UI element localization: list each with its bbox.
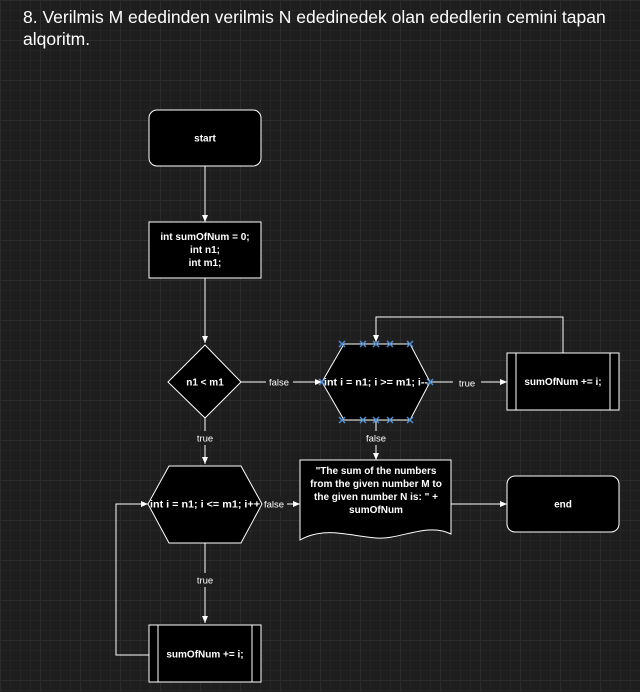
node-init-line-3: int m1;	[189, 258, 222, 269]
node-output-line-2: from the given number M to	[310, 479, 442, 490]
node-sum-up[interactable]: sumOfNum += i;	[148, 624, 262, 683]
edge-label-cond-false: false	[269, 378, 289, 389]
node-output-line-3: the given number N is: " +	[314, 492, 438, 503]
node-output-line-4: sumOfNum	[349, 505, 403, 516]
node-init[interactable]: int sumOfNum = 0; int n1; int m1;	[148, 221, 262, 279]
node-loop-down[interactable]: int i = n1; i >= m1; i--	[321, 343, 431, 421]
node-condition-label: n1 < m1	[186, 378, 224, 389]
node-sum-down-label: sumOfNum += i;	[524, 377, 601, 388]
node-end-label: end	[554, 500, 572, 511]
node-end[interactable]: end	[506, 475, 620, 533]
diagram-title: 8. Verilmis M ededinden verilmis N ededi…	[23, 7, 606, 49]
edge-label-loopup-false: false	[264, 500, 284, 511]
node-output-line-1: "The sum of the numbers	[316, 466, 437, 477]
node-loop-down-label: int i = n1; i >= m1; i--	[324, 378, 428, 389]
edge-label-loopup-true: true	[197, 576, 213, 587]
selection-handles	[318, 340, 434, 424]
edge-label-cond-true: true	[197, 434, 213, 445]
node-condition[interactable]: n1 < m1	[167, 344, 242, 419]
node-sum-down[interactable]: sumOfNum += i;	[506, 352, 620, 411]
node-loop-up[interactable]: int i = n1; i <= m1; i++	[147, 465, 263, 544]
edge-label-loopdown-false: false	[366, 434, 386, 445]
node-start[interactable]: start	[148, 109, 262, 167]
node-init-line-2: int n1;	[190, 245, 220, 256]
edge-sumdown-back	[373, 316, 564, 353]
edge-sumup-back	[115, 501, 149, 656]
node-loop-up-label: int i = n1; i <= m1; i++	[150, 500, 260, 511]
node-output[interactable]: "The sum of the numbers from the given n…	[299, 459, 452, 541]
edge-label-loopdown-true: true	[459, 379, 475, 390]
node-init-line-1: int sumOfNum = 0;	[160, 232, 249, 243]
node-start-label: start	[194, 134, 216, 145]
node-sum-up-label: sumOfNum += i;	[166, 650, 243, 661]
